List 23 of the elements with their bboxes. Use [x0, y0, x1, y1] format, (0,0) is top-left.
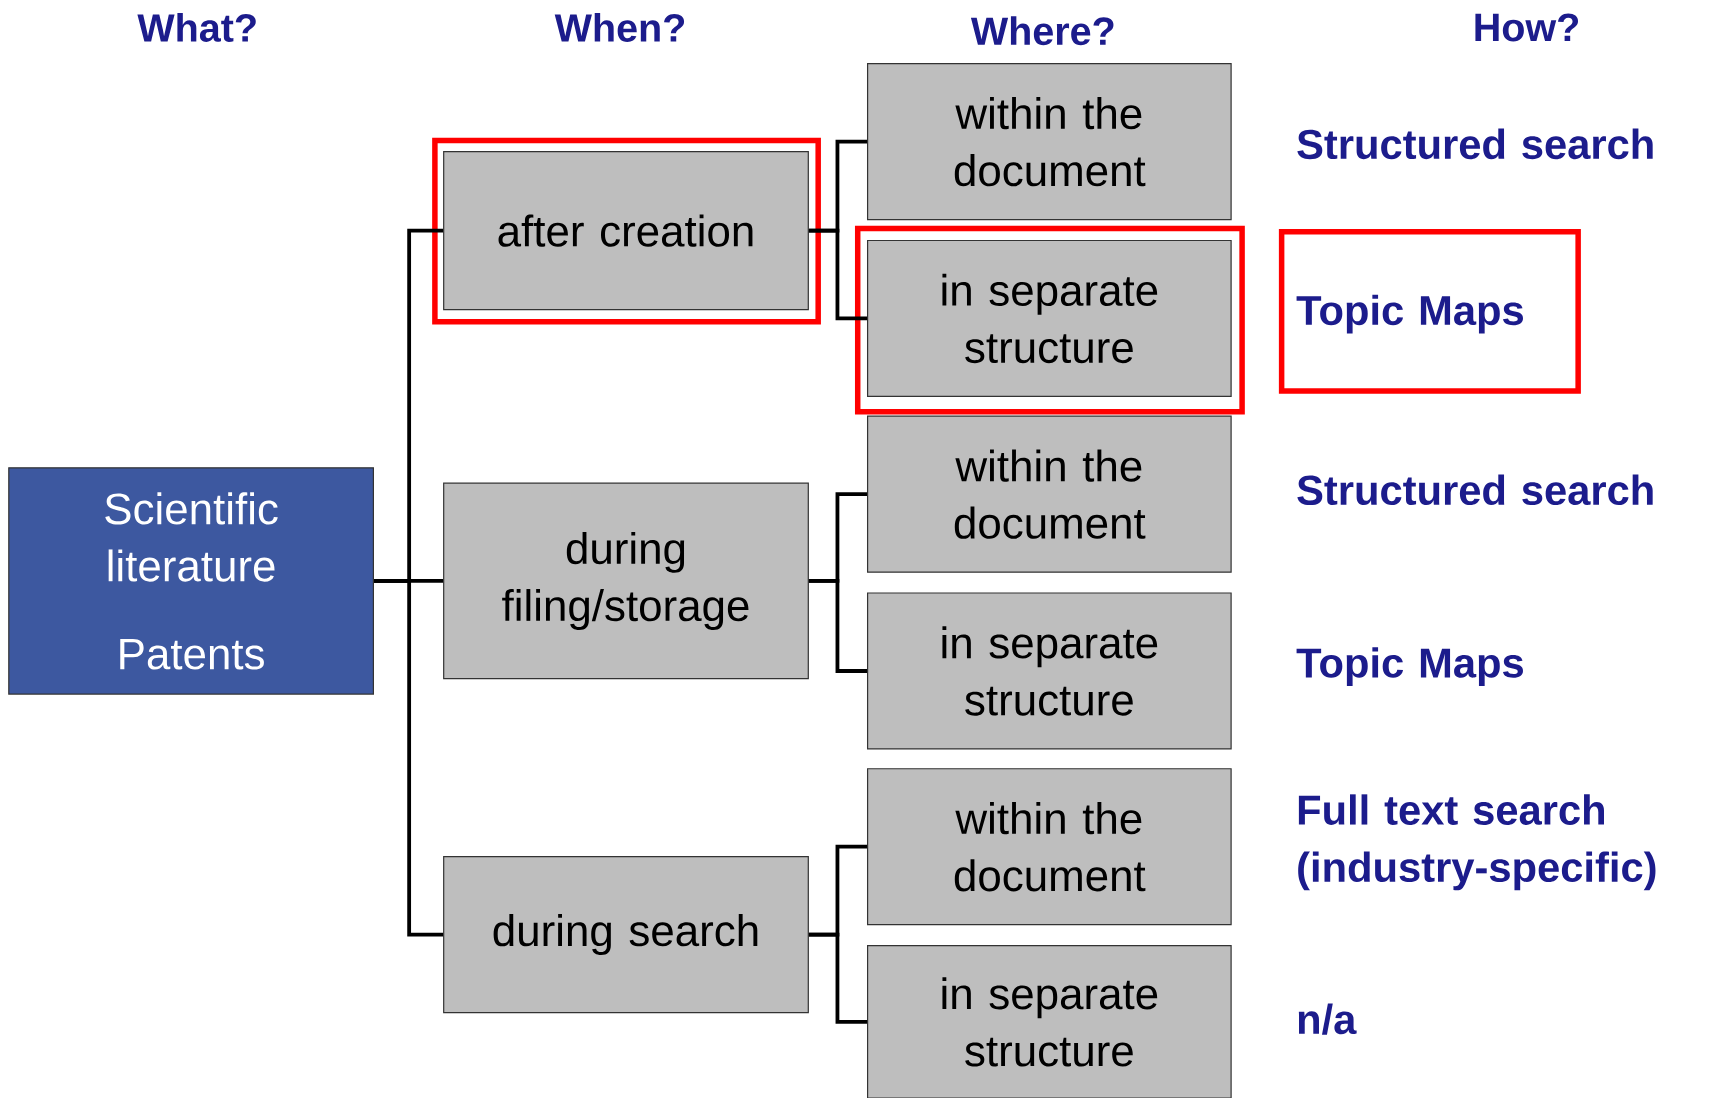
method-label: Topic Maps	[1296, 294, 1523, 334]
connector-line	[808, 578, 867, 673]
method-label: n/a	[1298, 1003, 1357, 1035]
method-label: Topic Maps	[1296, 647, 1523, 686]
column-heading: When?	[554, 12, 685, 42]
connector-line	[808, 932, 867, 1024]
category-box: Scientific literature Patents	[8, 467, 374, 695]
process-box: in separate structure	[867, 592, 1232, 750]
connector-line	[374, 578, 444, 937]
method-label: Structured search	[1297, 474, 1653, 505]
method-label: Structured search	[1297, 128, 1653, 160]
process-box: after creation	[443, 150, 809, 311]
process-box: within the document	[867, 63, 1232, 221]
process-box: within the document	[867, 768, 1232, 926]
connector-line	[808, 228, 867, 321]
process-box: within the document	[867, 415, 1232, 573]
column-heading: What?	[137, 12, 256, 42]
column-heading: How?	[1475, 13, 1579, 42]
process-box: during filing/storage	[443, 482, 809, 680]
method-label: Full text search (industry-specific)	[1298, 794, 1656, 891]
process-box: in separate structure	[867, 239, 1232, 397]
process-box: in separate structure	[867, 944, 1232, 1098]
process-box: during search	[443, 855, 809, 1014]
